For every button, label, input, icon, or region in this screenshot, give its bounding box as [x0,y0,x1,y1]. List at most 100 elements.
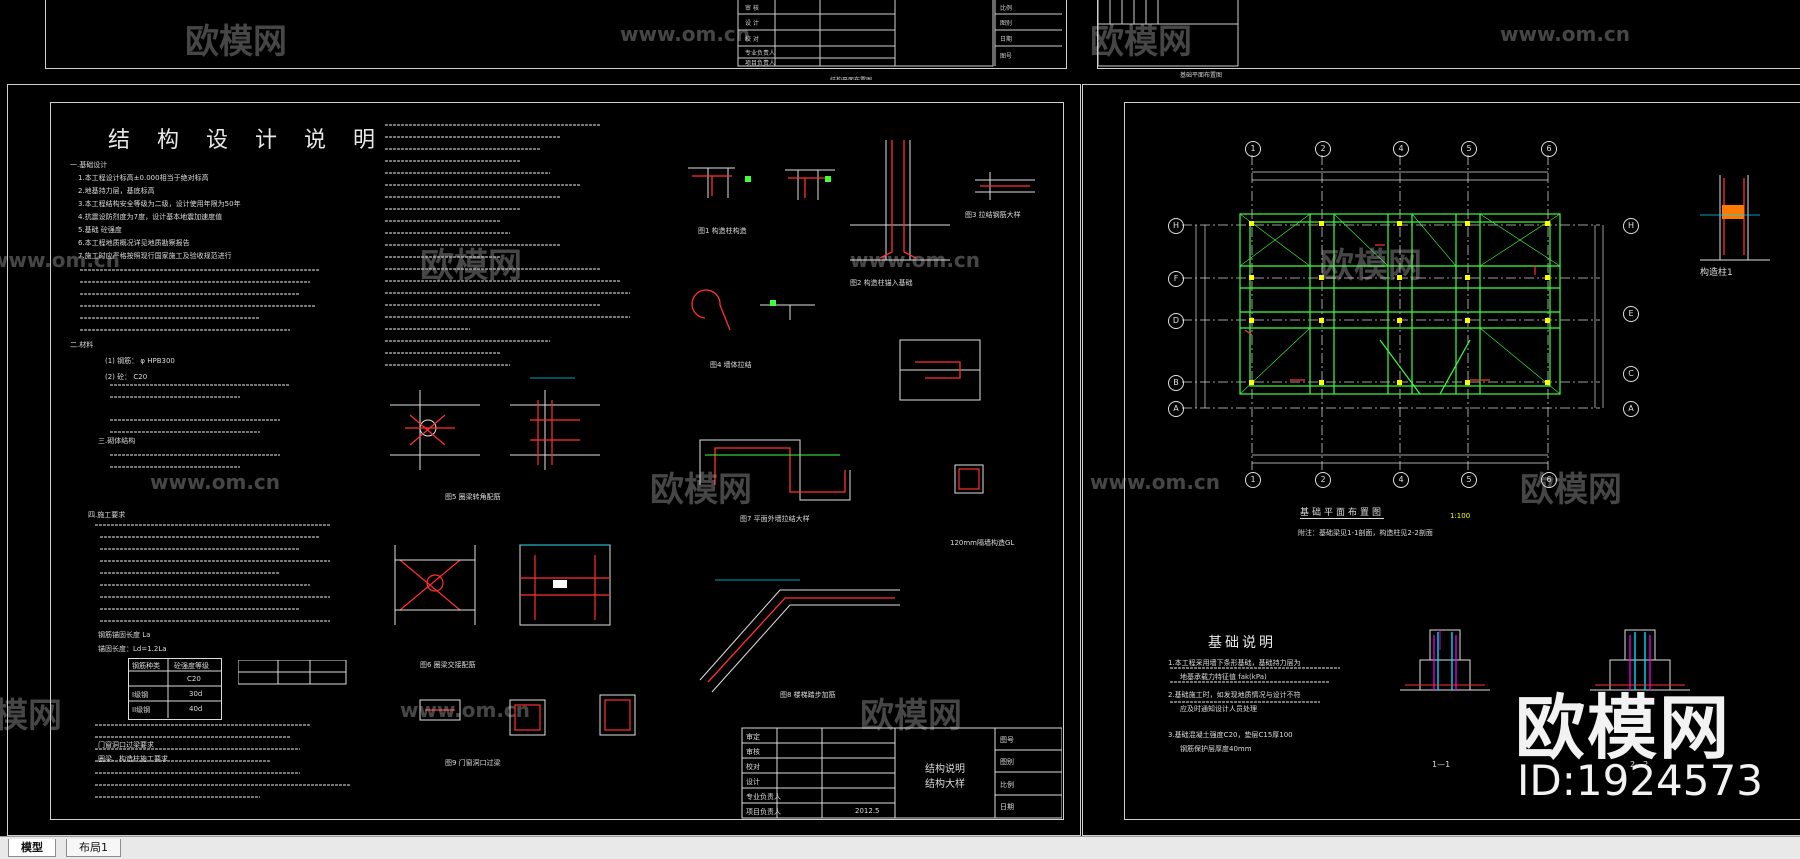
titleblock-label: 比例 [1000,781,1014,789]
grid-bubble-column: 5 [1461,472,1477,488]
watermark-url: www.om.cn [0,248,121,272]
grid-bubble-row: A [1623,401,1639,417]
note-line: 二.材料 [70,341,94,349]
grid-bubble-column: 1 [1245,141,1261,157]
svg-text:图别: 图别 [1000,19,1012,27]
detail-label: 图2 构造柱锚入基础 [850,279,913,287]
titleblock-date: 2012.5 [855,807,880,815]
titleblock-row-label: 项目负责人 [746,808,781,816]
note-line: 一.基础设计 [70,161,108,169]
note-line: 2.地基持力层，基底标高 [78,187,155,195]
svg-text:图号: 图号 [1000,53,1012,60]
watermark-url: www.om.cn [150,470,281,494]
note-line: 四.施工要求 [88,511,126,519]
watermark-logo: 欧模网 [650,470,752,510]
foundation-plan-drawing [1170,155,1770,703]
grid-bubble-column: 4 [1393,141,1409,157]
note-line: 钢筋锚固长度 La [98,631,151,639]
right-sheet-inner-frame [1124,102,1800,820]
grid-bubble-row: B [1168,375,1184,391]
watermark-url: www.om.cn [1090,470,1221,494]
titleblock-label: 图别 [1000,758,1014,766]
svg-text:校 对: 校 对 [745,35,759,43]
svg-text:设 计: 设 计 [745,19,759,27]
detail-label: 图1 构造柱构造 [698,227,747,235]
titleblock-row-label: 审定 [746,733,760,741]
grid-bubble-row: H [1623,218,1639,234]
grid-bubble-column: 1 [1245,472,1261,488]
brand-logo: 欧模网 [1515,687,1731,769]
grid-bubble-column: 4 [1393,472,1409,488]
titleblock-row-label: 审核 [746,748,760,756]
svg-text:结构平面布置图: 结构平面布置图 [830,76,872,80]
grid-bubble-column: 2 [1315,472,1331,488]
structural-notes-title: 结 构 设 计 说 明 [108,128,385,153]
right-sheet-outer-frame [1082,84,1800,836]
svg-text:项目负责人: 项目负责人 [745,59,775,67]
note-line: (1) 钢筋： φ HPB300 [105,357,175,365]
tab-layout1[interactable]: 布局1 [66,839,121,857]
detail-label: 图6 圈梁交接配筋 [420,661,476,669]
detail-label: 图5 圈梁转角配筋 [445,493,501,501]
lap-table-head-2: 砼强度等级 [174,662,209,670]
watermark-url: www.om.cn [1500,22,1631,46]
gzz-label: 构造柱1 [1700,268,1733,278]
lap-table-cell: I级钢 [132,691,149,699]
plan-scale: 1:100 [1450,512,1471,520]
svg-text:比例: 比例 [1000,4,1012,12]
grid-bubble-row: F [1168,271,1184,287]
lap-table-grade: C20 [187,675,201,683]
note-line: 3.本工程结构安全等级为二级，设计使用年限为50年 [78,200,241,208]
foundation-note: 2.基础施工时，如发现地质情况与设计不符 [1168,691,1301,699]
grid-bubble-row: H [1168,218,1184,234]
titleblock-label: 图号 [1000,736,1014,744]
plan-note: 附注：基础梁见1-1剖面，构造柱见2-2剖面 [1298,529,1433,537]
left-sheet-outer-frame [7,84,1081,836]
svg-text:审 核: 审 核 [745,4,759,12]
grid-bubble-row: A [1168,401,1184,417]
note-line: 7.施工时应严格按照现行国家施工及验收规范进行 [78,252,232,260]
watermark-url: www.om.cn [400,698,531,722]
foundation-note: 钢筋保护层厚度40mm [1180,745,1252,753]
tab-model[interactable]: 模型 [8,839,56,857]
lap-table-head-1: 钢筋种类 [132,662,160,670]
detail-label: 图9 门窗洞口过梁 [445,759,501,767]
watermark-logo: 欧模网 [0,696,62,736]
watermark-logo: 欧模网 [185,22,287,62]
note-line: 6.本工程地质概况详见地质勘察报告 [78,239,190,247]
foundation-note: 地基承载力特征值 fak(kPa) [1180,673,1267,681]
titleblock-drawing-sub: 结构大样 [925,779,965,790]
foundation-note: 1.本工程采用墙下条形基础，基础持力层为 [1168,659,1301,667]
foundation-note: 应及时通知设计人员处理 [1180,705,1257,713]
plan-title: 基础平面布置图 [1300,505,1385,519]
grid-bubble-row: C [1623,366,1639,382]
left-sheet-inner-frame [50,102,1064,820]
lap-length-table: 钢筋种类 砼强度等级 C20 I级钢 30d II级钢 40d [128,658,222,720]
titleblock-row-label: 校对 [746,763,760,771]
lap-table-cell: 30d [189,690,203,698]
titleblock-drawing-name: 结构说明 [925,764,965,775]
watermark-logo: 欧模网 [1090,22,1192,62]
grid-bubble-column: 5 [1461,141,1477,157]
watermark-logo: 欧模网 [1320,246,1422,286]
foundation-notes-title: 基础说明 [1208,635,1276,651]
layout-tab-bar: 模型 布局1 [0,836,1800,859]
note-line: 4.抗震设防烈度为7度，设计基本地震加速度值 [78,213,223,221]
watermark-url: www.om.cn [620,22,751,46]
detail-label: 图4 墙体拉结 [710,361,752,369]
detail-label: 图3 拉结钢筋大样 [965,211,1021,219]
note-line: 1.本工程设计标高±0.000相当于绝对标高 [78,174,209,182]
section-label-1: 1—1 [1432,760,1451,769]
watermark-logo: 欧模网 [860,696,962,736]
note-line: (2) 砼： C20 [105,373,148,381]
detail-label: 图7 平面外墙拉结大样 [740,515,810,523]
watermark-url: www.om.cn [850,248,981,272]
svg-text:专业负责人: 专业负责人 [745,49,775,57]
small-anchor-table [238,660,347,685]
titleblock-row-label: 设计 [746,778,760,786]
lap-table-cell: II级钢 [132,706,151,714]
note-line: 锚固长度：Ld=1.2La [98,645,167,653]
notes-text-strokes [80,124,630,798]
grid-bubble-column: 2 [1315,141,1331,157]
